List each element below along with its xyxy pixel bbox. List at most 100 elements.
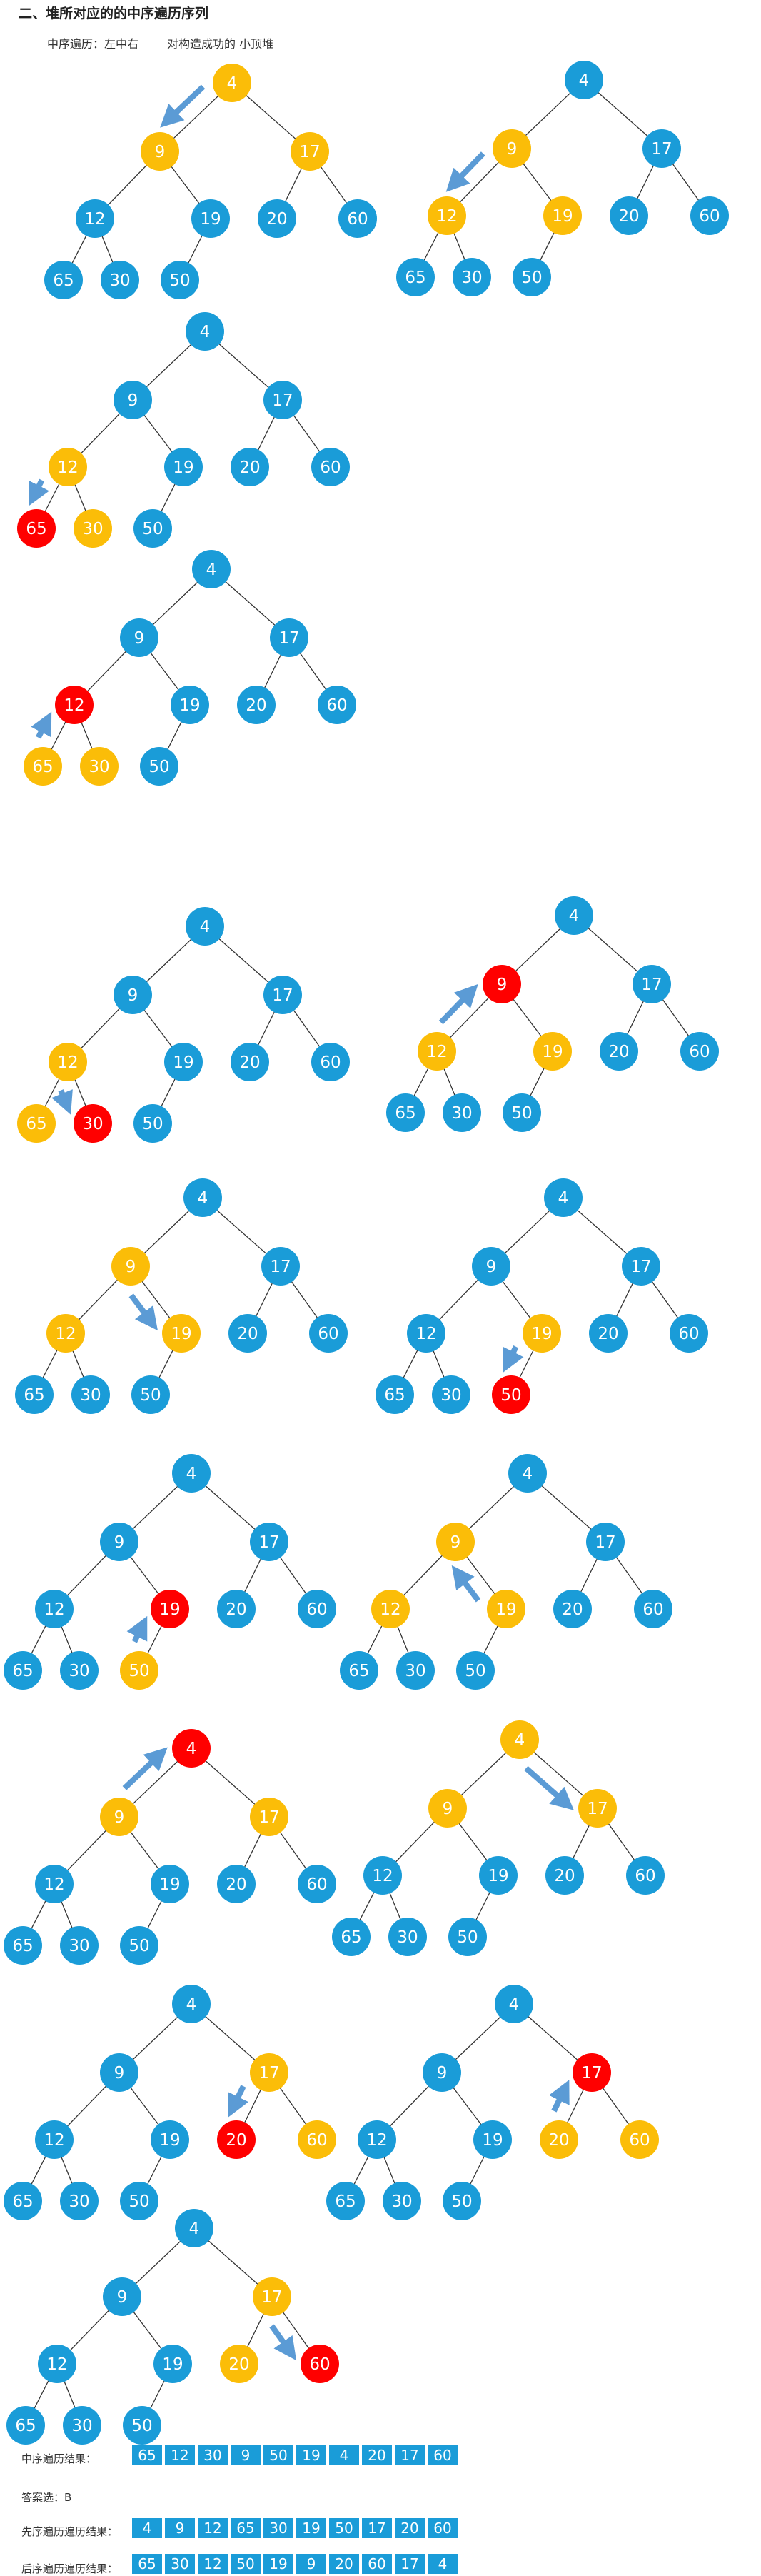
tree-node-circle bbox=[555, 896, 593, 935]
tree-node-circle bbox=[634, 1590, 672, 1628]
tree-node-circle bbox=[436, 1523, 475, 1561]
tree-node-circle bbox=[626, 1856, 665, 1895]
tree-node-circle bbox=[171, 686, 209, 724]
tree-node-label: 60 bbox=[318, 1325, 338, 1343]
swap-arrow-icon bbox=[126, 1615, 148, 1643]
tree-node-label: 20 bbox=[266, 210, 287, 229]
tree-node-label: 9 bbox=[437, 2064, 448, 2083]
tree-node: 4 bbox=[172, 1985, 211, 2023]
tree-node-label: 9 bbox=[155, 143, 166, 161]
tree-node: 50 bbox=[133, 509, 172, 548]
tree-node-circle bbox=[17, 509, 56, 548]
tree-node-label: 19 bbox=[173, 458, 193, 477]
tree-node: 4 bbox=[508, 1454, 547, 1493]
tree-node: 30 bbox=[60, 2182, 99, 2220]
tree-node: 60 bbox=[318, 686, 356, 724]
tree-node-circle bbox=[15, 1375, 54, 1414]
tree-node-circle bbox=[432, 1375, 470, 1414]
tree-node: 20 bbox=[217, 2120, 256, 2159]
tree-node: 4 bbox=[213, 64, 251, 102]
tree-node-label: 17 bbox=[581, 2064, 602, 2083]
tree-node-circle bbox=[141, 132, 179, 171]
tree-node-circle bbox=[162, 1314, 201, 1353]
tree-node: 20 bbox=[220, 2345, 258, 2383]
tree-node-label: 60 bbox=[306, 1875, 327, 1894]
tree-node-label: 4 bbox=[186, 1465, 197, 1483]
swap-arrow-icon bbox=[128, 1293, 158, 1331]
tree-node: 50 bbox=[120, 2182, 158, 2220]
tree-node: 12 bbox=[407, 1314, 445, 1353]
tree-node: 4 bbox=[183, 1178, 222, 1217]
tree-node-label: 9 bbox=[114, 1808, 125, 1827]
tree-node-circle bbox=[642, 129, 681, 168]
subtitle-right: 对构造成功的 小顶堆 bbox=[167, 37, 274, 51]
tree-node-label: 30 bbox=[82, 520, 103, 538]
tree-node-label: 12 bbox=[436, 207, 457, 226]
tree-node-circle bbox=[183, 1178, 222, 1217]
tree-node-label: 17 bbox=[270, 1258, 291, 1276]
tree-node: 17 bbox=[586, 1523, 625, 1561]
tree-node-label: 12 bbox=[46, 2355, 67, 2374]
tree-node-label: 12 bbox=[84, 210, 105, 229]
tree-node-label: 50 bbox=[131, 2417, 152, 2435]
tree-node-circle bbox=[253, 2277, 291, 2316]
tree-node-label: 50 bbox=[521, 269, 542, 287]
tree-node: 65 bbox=[4, 1926, 42, 1965]
tree-node: 65 bbox=[332, 1918, 371, 1956]
tree-node-label: 60 bbox=[320, 458, 341, 477]
tree-node-circle bbox=[543, 196, 582, 235]
tree-node-label: 12 bbox=[44, 1600, 64, 1619]
tree-node-label: 19 bbox=[482, 2131, 503, 2150]
tree-node-circle bbox=[250, 1523, 288, 1561]
tree-node-label: 60 bbox=[326, 696, 347, 715]
tree-node: 12 bbox=[76, 199, 114, 238]
tree-node-label: 30 bbox=[397, 1928, 418, 1947]
tree-node: 30 bbox=[60, 1651, 99, 1690]
tree-node: 4 bbox=[186, 907, 224, 946]
tree-node-label: 9 bbox=[450, 1533, 461, 1552]
postorder-cell: 60 bbox=[362, 2554, 392, 2574]
tree-node-circle bbox=[49, 448, 87, 486]
tree-node-circle bbox=[217, 2120, 256, 2159]
tree-node-circle bbox=[71, 1375, 110, 1414]
tree-node: 20 bbox=[553, 1590, 592, 1628]
tree-node: 17 bbox=[253, 2277, 291, 2316]
tree-node: 30 bbox=[388, 1918, 427, 1956]
tree-node-circle bbox=[263, 976, 302, 1014]
inorder-cell: 4 bbox=[329, 2445, 359, 2465]
tree-node: 17 bbox=[578, 1789, 617, 1828]
tree-node: 17 bbox=[291, 132, 329, 171]
tree-node: 4 bbox=[172, 1729, 211, 1768]
tree-node: 30 bbox=[80, 747, 119, 786]
postorder-cell: 20 bbox=[329, 2554, 359, 2574]
tree-node-label: 4 bbox=[515, 1731, 525, 1750]
tree-node-circle bbox=[309, 1314, 348, 1353]
tree-node-label: 50 bbox=[148, 758, 169, 776]
tree-node: 17 bbox=[633, 965, 671, 1003]
tree-node-circle bbox=[35, 2120, 74, 2159]
swap-arrow-icon bbox=[269, 2324, 297, 2361]
tree-node-circle bbox=[35, 1865, 74, 1903]
tree-node-label: 30 bbox=[440, 1386, 461, 1405]
tree-node: 19 bbox=[171, 686, 209, 724]
tree-node-circle bbox=[191, 199, 230, 238]
tree-node-label: 50 bbox=[465, 1662, 485, 1680]
tree-node: 60 bbox=[311, 1043, 350, 1081]
tree-node-label: 20 bbox=[554, 1867, 575, 1885]
tree-node: 9 bbox=[141, 132, 179, 171]
tree-node-circle bbox=[500, 1720, 539, 1759]
tree-node-label: 20 bbox=[237, 1325, 258, 1343]
tree-node-label: 9 bbox=[128, 391, 138, 410]
tree-node-circle bbox=[172, 1985, 211, 2023]
tree-node-label: 20 bbox=[598, 1325, 618, 1343]
tree-node-circle bbox=[217, 1590, 256, 1628]
tree-node-label: 12 bbox=[415, 1325, 436, 1343]
tree-node-label: 19 bbox=[200, 210, 221, 229]
inorder-cell: 19 bbox=[296, 2445, 326, 2465]
tree-node-label: 12 bbox=[57, 1053, 78, 1072]
tree-node: 30 bbox=[396, 1651, 435, 1690]
tree-node-label: 65 bbox=[395, 1104, 415, 1123]
tree-node-label: 20 bbox=[226, 1875, 246, 1894]
